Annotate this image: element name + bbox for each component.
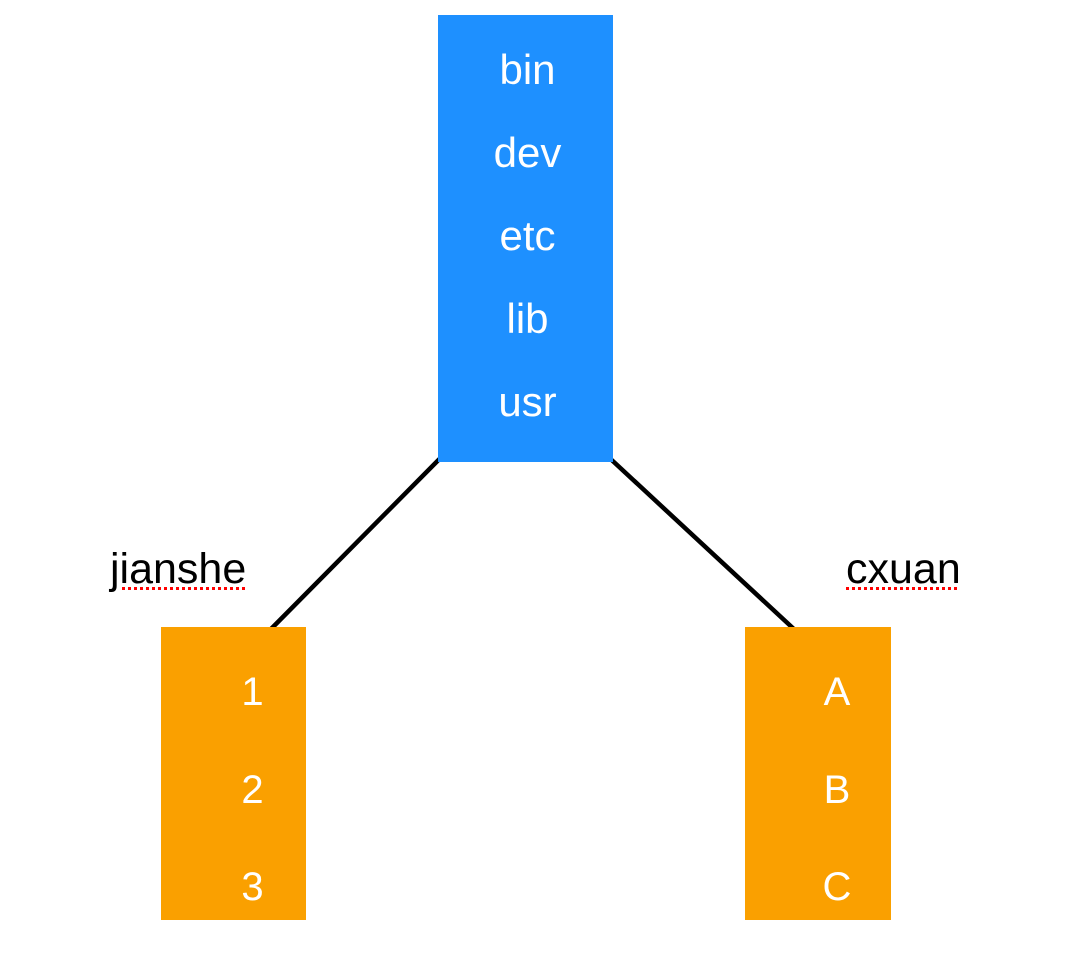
jianshe-entry-3: 3 <box>241 865 264 910</box>
jianshe-entry-2: 2 <box>241 767 264 812</box>
caption-jianshe: jianshe <box>110 545 247 593</box>
jianshe-entry-list: 1 2 3 <box>161 627 306 961</box>
cxuan-entry-a: A <box>823 670 851 714</box>
root-entry-bin: bin <box>499 46 556 93</box>
jianshe-entry-1: 1 <box>241 670 264 714</box>
cxuan-entry-b: B <box>823 767 851 812</box>
cxuan-entry-list: A B C <box>745 627 891 961</box>
root-entry-dev: dev <box>493 129 562 176</box>
root-entry-etc: etc <box>499 212 556 259</box>
root-directory-box: bin dev etc lib usr <box>438 15 613 462</box>
cxuan-entry-c: C <box>822 865 852 910</box>
root-entry-list: bin dev etc lib usr <box>438 15 613 496</box>
root-entry-usr: usr <box>498 378 557 425</box>
volume-box-cxuan: A B C <box>745 627 891 920</box>
volume-box-jianshe: 1 2 3 <box>161 627 306 920</box>
caption-cxuan: cxuan <box>846 545 961 593</box>
root-entry-lib: lib <box>506 295 549 342</box>
